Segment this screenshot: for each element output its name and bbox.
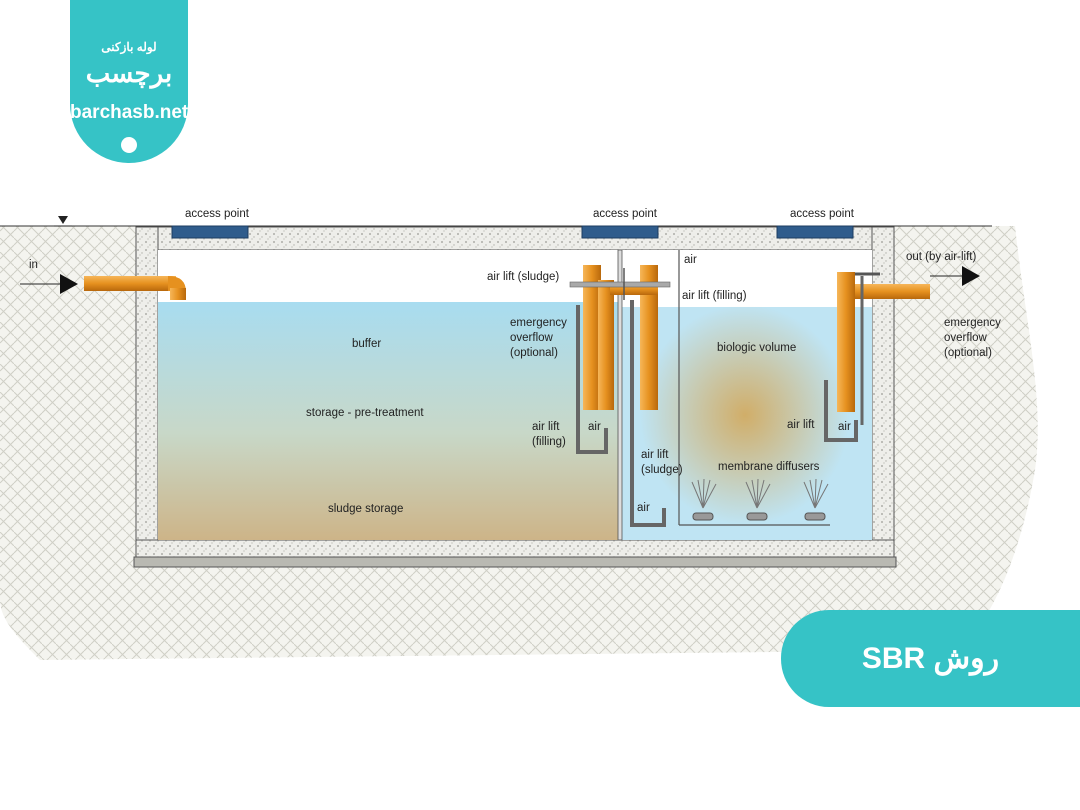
label-emergency-overflow-right-line2: overflow [944,332,988,344]
label-air-lift-filling-left-line2: (filling) [532,436,566,448]
logo-tagline: لوله بازکنی [101,40,157,54]
label-air-lift-sludge-mid-line1: air lift [641,449,669,461]
label-air-2: air [838,421,851,433]
label-biologic-volume: biologic volume [717,342,796,354]
inlet-pipe [84,276,176,291]
membrane-diffuser-2 [745,478,771,521]
outlet-arrow-icon [962,266,980,286]
logo-brand-name: برچسب [85,58,173,88]
label-air-3: air [637,502,650,514]
page-title: روش SBR [861,642,1000,675]
outlet-pipe [852,284,930,299]
access-cover-2 [581,225,659,239]
biologic-cloud [640,305,850,525]
label-air-top: air [684,254,697,266]
label-storage: storage - pre-treatment [306,407,424,419]
label-emergency-overflow-right: emergency overflow (optional) [944,317,1004,359]
label-air-lift-filling-top: air lift (filling) [682,290,747,302]
airlift-out-return [824,380,858,442]
label-air-lift-filling-left-line1: air lift [532,421,560,433]
label-emergency-overflow-mid-line3: (optional) [510,347,558,359]
label-access-point-2: access point [593,208,658,220]
label-sludge-storage: sludge storage [328,503,403,515]
label-out: out (by air-lift) [906,251,976,263]
title-banner: روش SBR [781,610,1080,707]
label-emergency-overflow-mid: emergency overflow (optional) [510,317,570,359]
label-air-lift-filling-left: air lift (filling) [532,421,566,448]
label-emergency-overflow-right-line3: (optional) [944,347,992,359]
label-access-point-3: access point [790,208,855,220]
partition-wall [617,249,623,541]
airlift-sludge-return [630,300,666,527]
buffer-water [158,302,618,540]
logo-dot-icon [121,137,137,153]
label-air-1: air [588,421,601,433]
label-emergency-overflow-right-line1: emergency [944,317,1001,329]
label-emergency-overflow-mid-line1: emergency [510,317,567,329]
tank-floor [135,539,895,558]
logo-badge: لوله بازکنی برچسب barchasb.net [70,0,188,163]
label-air-lift-right: air lift [787,419,815,431]
label-emergency-overflow-mid-line2: overflow [510,332,554,344]
logo-domain: barchasb.net [70,102,189,123]
label-membrane-diffusers: membrane diffusers [718,461,820,473]
overflow-pipe-mid [598,280,614,410]
access-cover-1 [171,225,249,239]
access-cover-3 [776,225,854,239]
airlift-filling-pipe [640,265,658,410]
airlift-sludge-pipe [583,265,601,410]
inlet-arrow-icon [60,274,78,294]
airlift-out-pipe [837,272,855,412]
label-air-lift-sludge-mid-line2: (sludge) [641,464,683,476]
label-buffer: buffer [352,338,381,350]
air-header-pipe [569,281,671,288]
tank-lid [146,226,884,251]
label-in: in [29,259,38,271]
membrane-diffuser-1 [691,478,717,521]
membrane-diffuser-3 [803,478,829,521]
label-air-lift-sludge-top: air lift (sludge) [487,271,559,283]
label-access-point-1: access point [185,208,250,220]
label-air-lift-sludge-mid: air lift (sludge) [641,449,683,476]
tank-wall-right [871,226,895,558]
inlet-pipe-drop [170,288,186,300]
water-level-marker-icon [58,216,68,224]
airlift-filling-return [576,305,608,454]
tank-foundation [133,556,897,568]
